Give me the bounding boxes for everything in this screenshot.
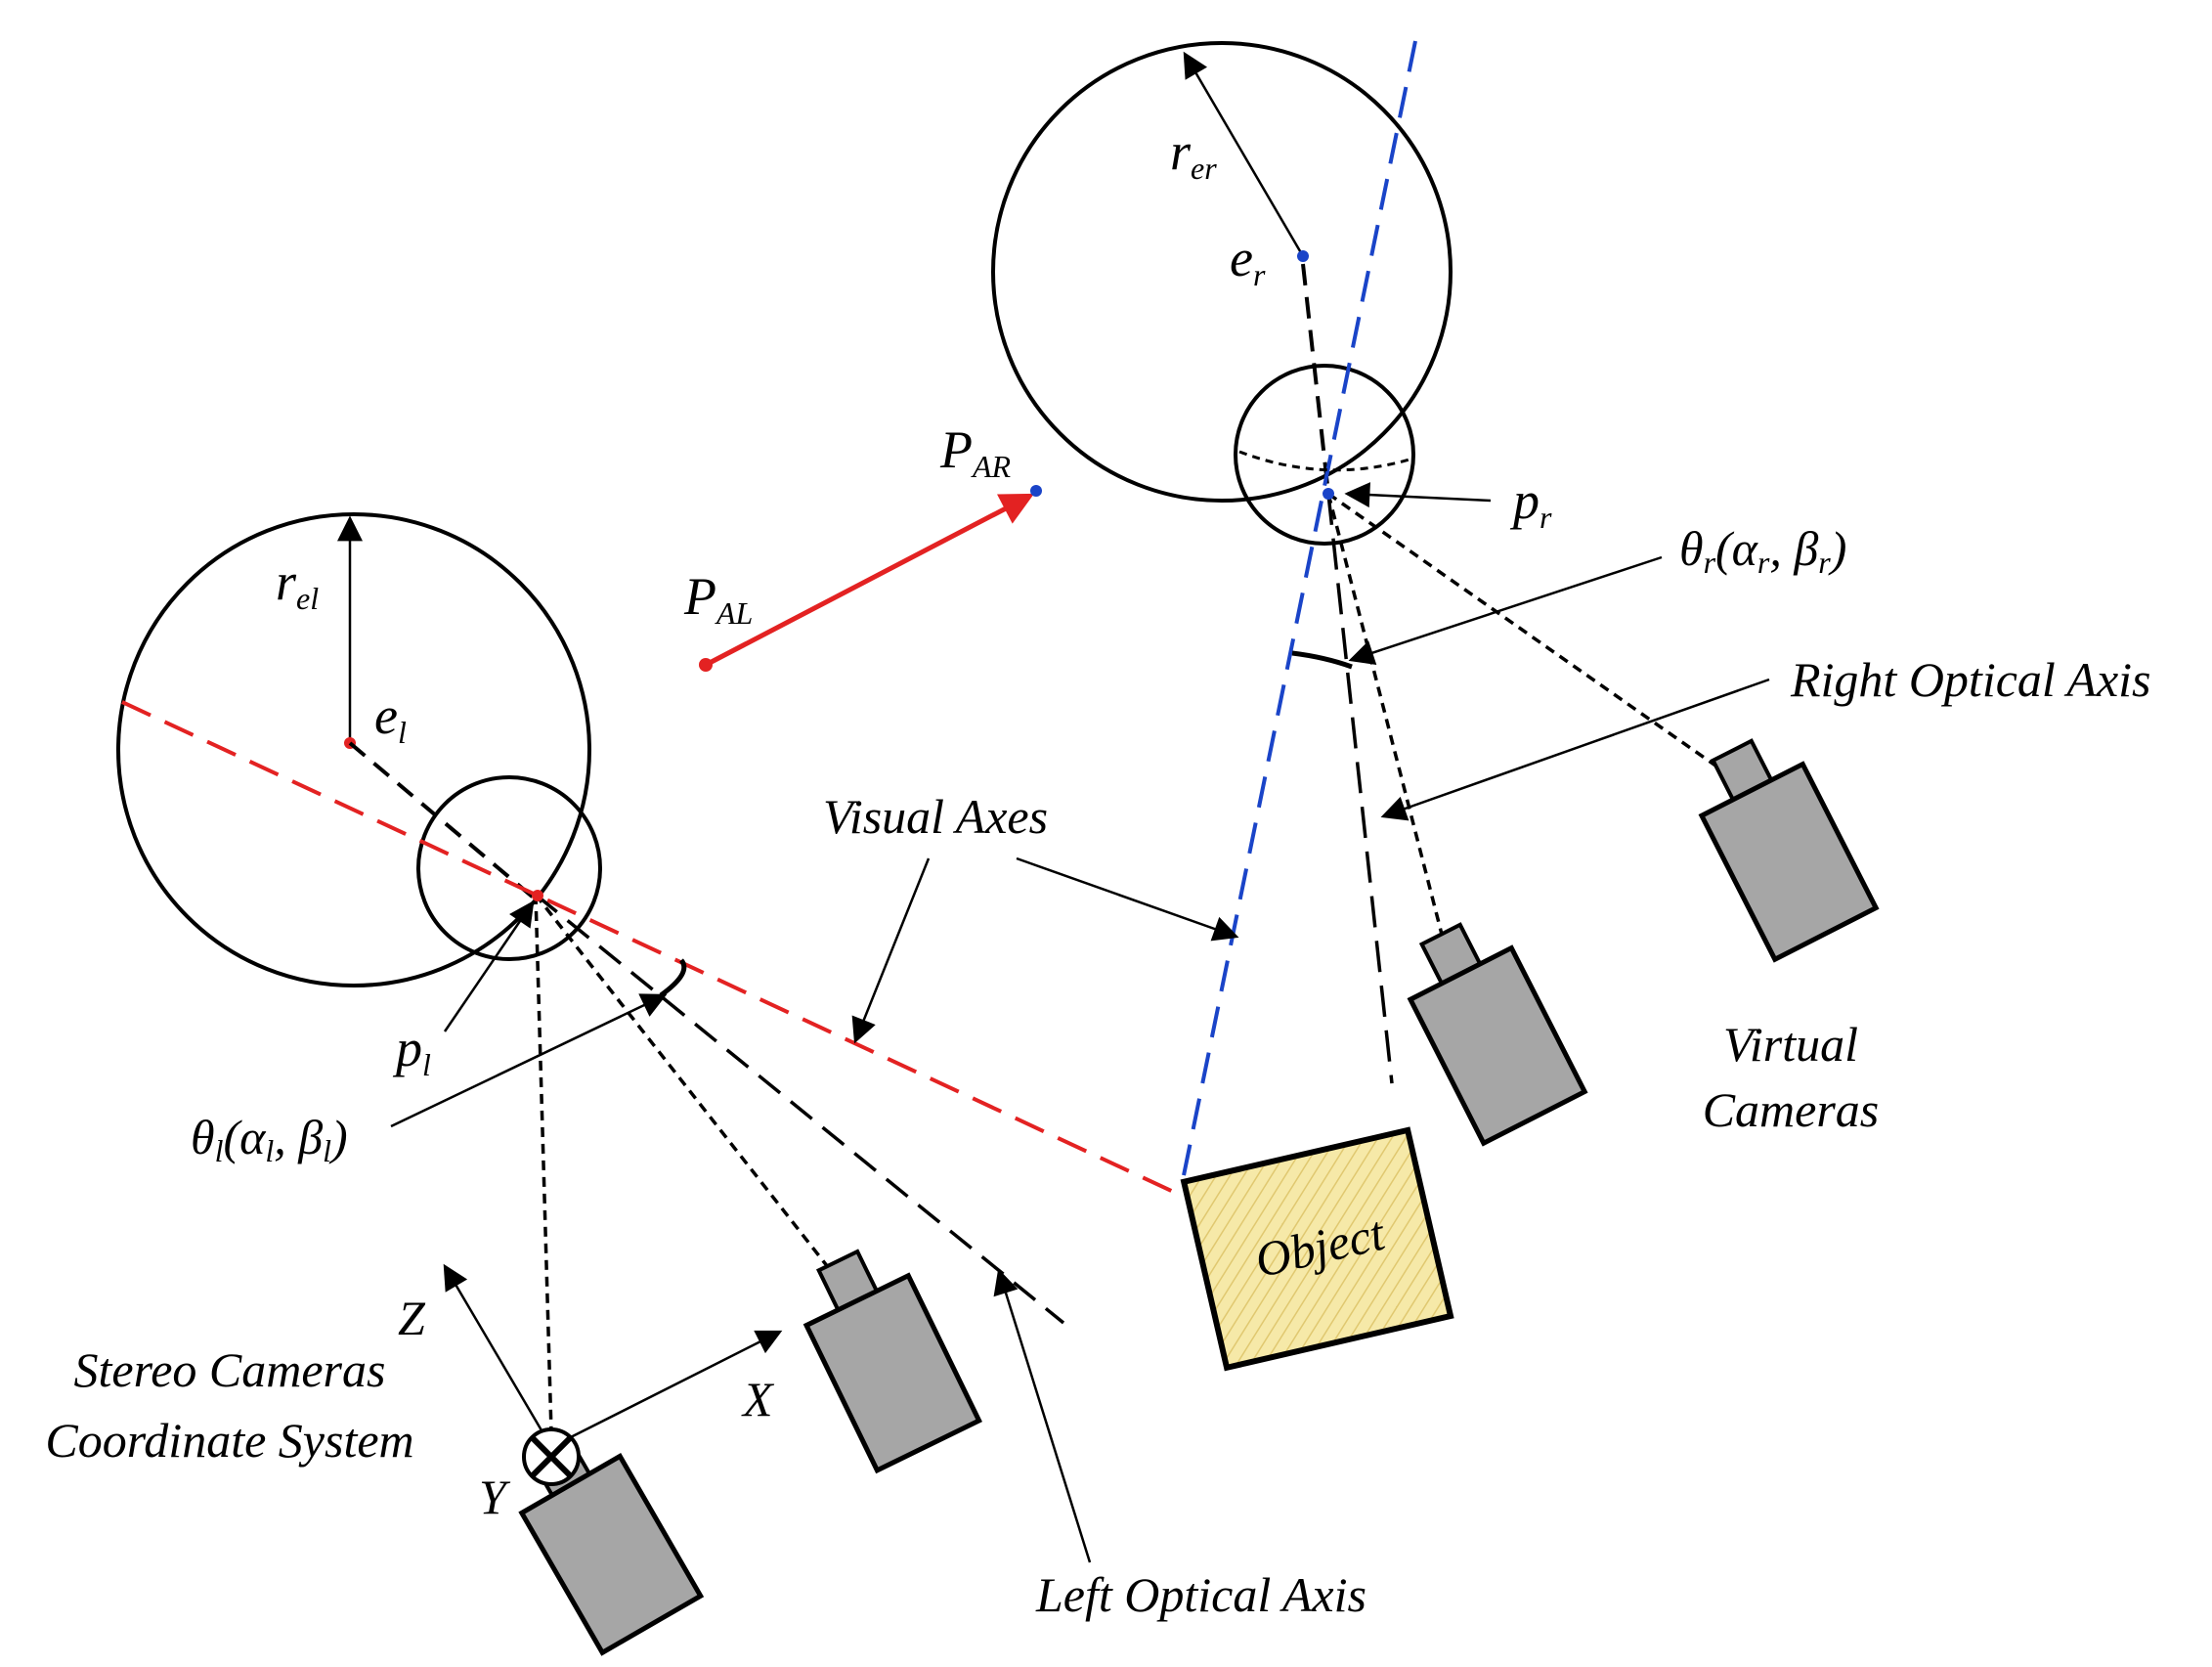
label-virtual-cameras-2: Cameras (1703, 1082, 1880, 1137)
theta-r-pointer (1348, 555, 1663, 666)
right-cornea (1234, 364, 1415, 546)
label-theta-l: θl(αl, βl) (191, 1110, 348, 1168)
label-r-el: rel (276, 552, 319, 616)
object-box (1180, 1126, 1454, 1372)
theta-l-arc (659, 958, 687, 998)
right-visual-axis (1180, 40, 1417, 1186)
right-optical-axis (1326, 493, 1394, 1084)
visual-axes-pointer-right (1016, 856, 1239, 942)
label-e-r: er (1230, 229, 1266, 292)
pl-pointer (443, 899, 535, 1032)
label-virtual-cameras-1: Virtual (1723, 1017, 1858, 1072)
par-point (1030, 485, 1042, 497)
left-pupil-to-stereo-camera (534, 894, 553, 1433)
label-axis-z: Z (398, 1291, 426, 1345)
right-optical-axis-pointer (1380, 678, 1770, 821)
label-right-optical-axis: Right Optical Axis (1790, 652, 2150, 707)
label-axis-y: Y (479, 1470, 511, 1524)
left-eye-center-to-pupil (348, 741, 538, 901)
label-axis-x: X (741, 1372, 775, 1426)
label-p-ar: PAR (939, 420, 1012, 484)
camera-icon (1407, 922, 1588, 1147)
right-pupil-to-virtual-camera (1326, 492, 1727, 774)
right-eye-center-to-pupil (1301, 263, 1330, 495)
right-cornea-dashed-arc (1238, 450, 1410, 472)
label-r-er: rer (1170, 122, 1217, 186)
right-pupil-to-stereo-camera (1326, 493, 1449, 954)
left-cornea (416, 775, 602, 961)
x-axis-arrow (550, 1330, 783, 1449)
y-axis-into-page-icon (522, 1427, 581, 1486)
pal-to-par-vector (704, 493, 1035, 668)
label-stereo-cameras-1: Stereo Cameras (74, 1342, 386, 1397)
label-left-optical-axis: Left Optical Axis (1035, 1567, 1366, 1622)
visual-axes-pointer-left (851, 857, 931, 1044)
label-p-l: pl (392, 1019, 431, 1082)
label-p-al: PAL (683, 567, 753, 631)
right-eyeball (991, 41, 1453, 503)
pr-pointer (1344, 482, 1492, 508)
label-e-l: el (374, 686, 407, 750)
label-theta-r: θr(αr, βr) (1679, 521, 1846, 580)
right-eye-center (1297, 250, 1309, 262)
left-pupil-point (532, 890, 543, 901)
camera-icon (802, 1249, 982, 1474)
label-visual-axes: Visual Axes (823, 789, 1048, 844)
right-eye-radius-arrow (1183, 51, 1305, 257)
camera-icon (1698, 738, 1880, 963)
left-optical-axis (534, 893, 1065, 1325)
label-stereo-cameras-2: Coordinate System (45, 1413, 413, 1468)
theta-r-arc (1291, 650, 1353, 670)
left-pupil-to-virtual-camera (534, 893, 841, 1283)
theta-l-pointer (390, 993, 668, 1128)
right-pupil-point (1323, 488, 1334, 500)
label-p-r: pr (1509, 471, 1552, 535)
left-visual-axis (121, 700, 1181, 1197)
pal-point (699, 658, 713, 672)
left-eyeball (116, 512, 591, 987)
left-optical-axis-pointer (993, 1268, 1092, 1563)
z-axis-arrow (443, 1263, 553, 1448)
